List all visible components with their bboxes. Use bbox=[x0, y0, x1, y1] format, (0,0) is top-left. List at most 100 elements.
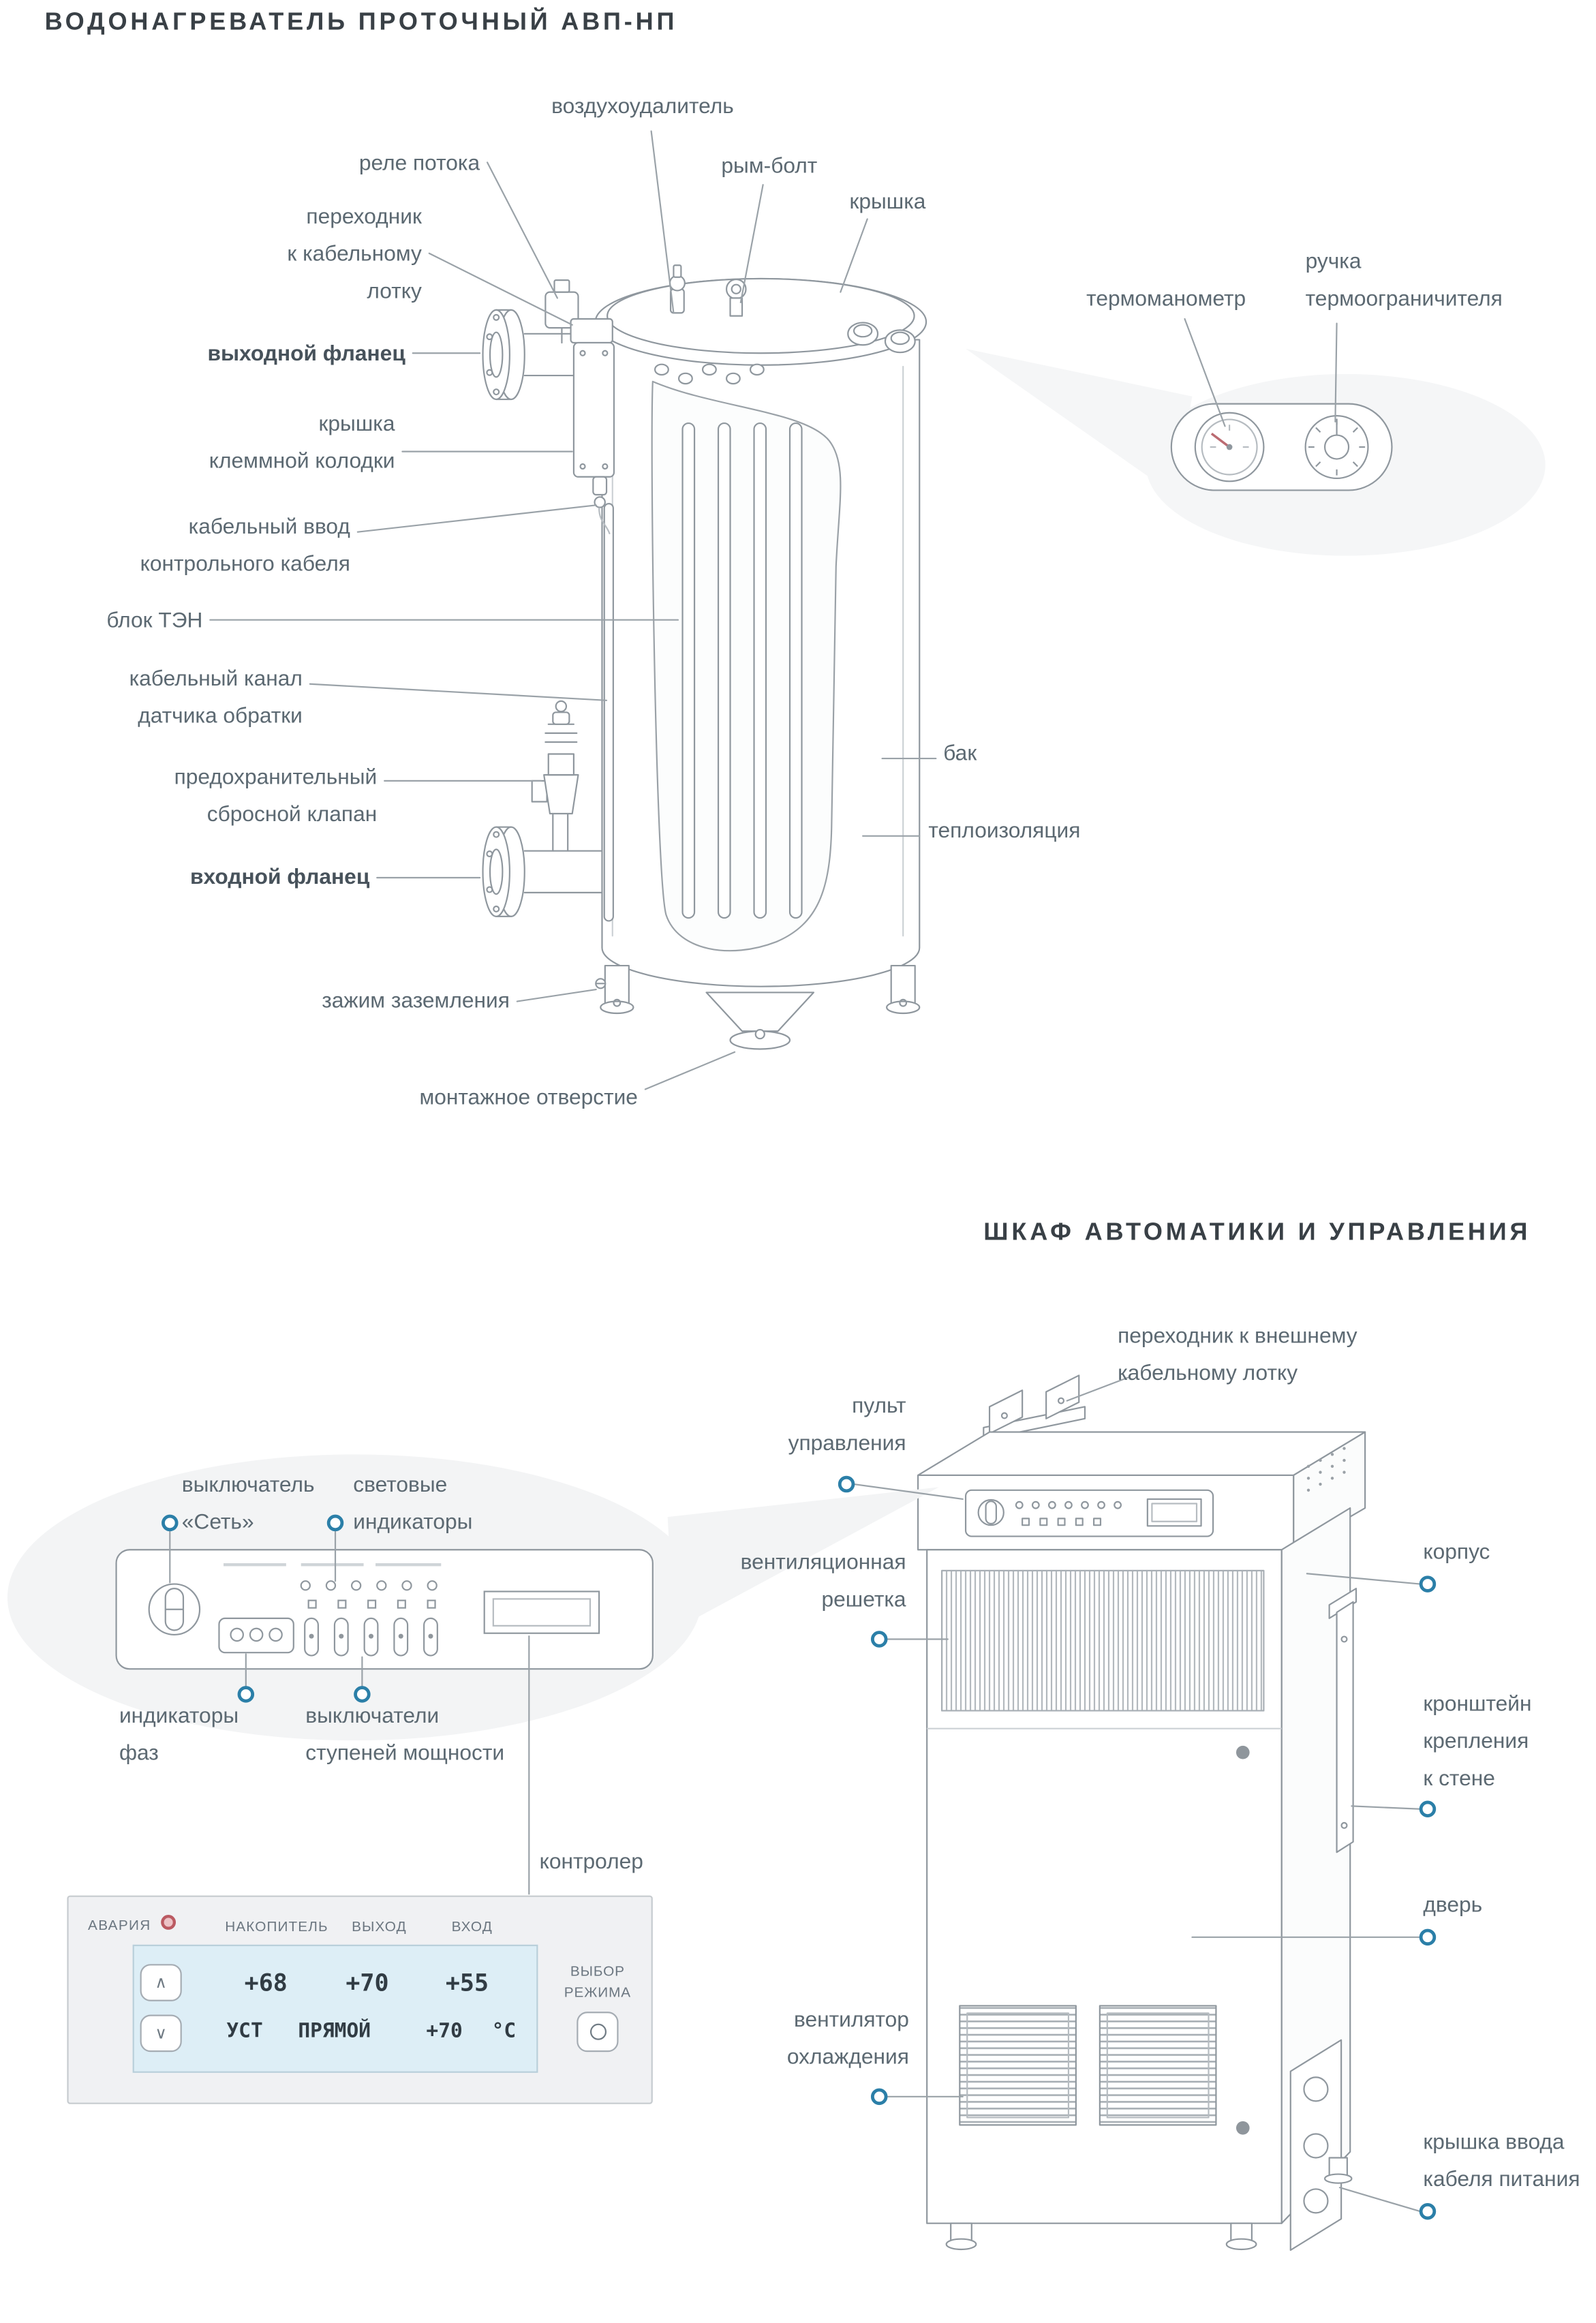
leader-lines bbox=[169, 130, 1422, 2213]
phase-indicators-icon bbox=[218, 1617, 294, 1654]
label-cable-tray-adapter: переходник к кабельному лотку bbox=[287, 205, 422, 304]
marker-dot-icon bbox=[162, 1514, 179, 1532]
label-ground-clamp: зажим заземления bbox=[322, 989, 510, 1014]
controller-display: +68 +70 +55 УСТ ПРЯМОЙ +70 °С bbox=[132, 1944, 538, 2073]
cabinet-feet-icon bbox=[945, 2157, 1353, 2251]
status-set: УСТ bbox=[226, 2019, 263, 2044]
sensor-channel-icon bbox=[603, 503, 614, 922]
label-stage-switches: выключатели ступеней мощности bbox=[305, 1704, 505, 1766]
marker-dot-icon bbox=[838, 1475, 855, 1493]
label-controller: контролер bbox=[539, 1851, 643, 1875]
chevron-up-icon: ∧ bbox=[155, 1974, 167, 1993]
console-side-vents-icon bbox=[1306, 1447, 1346, 1492]
cutaway bbox=[651, 380, 842, 952]
label-wall-bracket: кронштейн крепления к стене bbox=[1423, 1693, 1532, 1791]
air-vent-icon bbox=[669, 264, 686, 314]
tray-adapter-icon bbox=[570, 318, 613, 344]
ground-clamp-icon bbox=[595, 978, 607, 989]
label-limiter-handle: ручка термоограничителя bbox=[1305, 250, 1503, 311]
label-control-cable-entry: кабельный ввод контрольного кабеля bbox=[140, 515, 350, 577]
down-button: ∨ bbox=[140, 2014, 182, 2052]
label-return-sensor-channel: кабельный канал датчика обратки bbox=[129, 667, 303, 729]
label-markers bbox=[162, 1475, 1437, 2220]
up-button: ∧ bbox=[140, 1964, 182, 2001]
label-air-vent: воздухоудалитель bbox=[551, 95, 734, 119]
cooling-fan-vents-icon bbox=[959, 2005, 1217, 2126]
chevron-down-icon: ∨ bbox=[155, 2025, 167, 2044]
label-vent-grille: вентиляционная решетка bbox=[740, 1551, 906, 1612]
label-housing: корпус bbox=[1423, 1541, 1490, 1565]
label-flow-relay: реле потока bbox=[358, 152, 480, 176]
marker-dot-icon bbox=[870, 1631, 888, 1648]
eye-bolt-icon bbox=[725, 278, 747, 317]
power-cable-cover-icon bbox=[1289, 2039, 1342, 2251]
label-terminal-cover: крышка клеммной колодки bbox=[209, 412, 395, 474]
column-input-label: ВХОД bbox=[451, 1919, 493, 1936]
mounting-bracket-icon bbox=[705, 991, 815, 1050]
console-strip-icon bbox=[964, 1489, 1214, 1537]
label-lid: крышка bbox=[849, 190, 926, 215]
label-safety-valve: предохранительный сбросной клапан bbox=[174, 766, 378, 827]
status-value: +70 bbox=[426, 2019, 463, 2044]
terminal-box-icon bbox=[572, 341, 615, 534]
marker-dot-icon bbox=[237, 1686, 255, 1703]
status-unit: °С bbox=[491, 2019, 517, 2044]
value-output: +70 bbox=[346, 1968, 389, 1997]
label-tank: бак bbox=[943, 742, 977, 767]
stud-bolts-icon bbox=[654, 363, 765, 385]
power-switch-icon bbox=[148, 1583, 201, 1636]
marker-dot-icon bbox=[870, 2088, 888, 2106]
value-input: +55 bbox=[445, 1968, 489, 1997]
marker-dot-icon bbox=[326, 1514, 344, 1532]
column-output-label: ВЫХОД bbox=[352, 1919, 407, 1936]
panel-display-icon bbox=[483, 1590, 600, 1634]
label-input-flange: входной фланец bbox=[190, 865, 370, 890]
heater-title: ВОДОНАГРЕВАТЕЛЬ ПРОТОЧНЫЙ АВП-НП bbox=[44, 9, 678, 36]
cabinet-title: ШКАФ АВТОМАТИКИ И УПРАВЛЕНИЯ bbox=[983, 1218, 1531, 1246]
label-heater-block: блок ТЭН bbox=[106, 609, 203, 634]
input-flange-icon bbox=[482, 826, 603, 917]
label-door: дверь bbox=[1423, 1894, 1483, 1918]
wall-bracket-icon bbox=[1328, 1588, 1357, 1853]
label-output-flange: выходной фланец bbox=[207, 342, 405, 367]
legs-icon bbox=[600, 964, 921, 1015]
label-mounting-hole: монтажное отверстие bbox=[419, 1086, 638, 1111]
light-indicators-icon bbox=[300, 1580, 438, 1591]
label-thermomanometer: термоманометр bbox=[1086, 288, 1246, 312]
marker-dot-icon bbox=[1419, 1928, 1437, 1946]
flow-relay-icon bbox=[544, 279, 579, 344]
label-control-console: пульт управления bbox=[788, 1394, 906, 1456]
mode-circle-icon bbox=[589, 2023, 606, 2040]
mode-select-label: ВЫБОР РЕЖИМА bbox=[564, 1964, 632, 2002]
heater-illustration bbox=[482, 264, 927, 1050]
output-flange-icon bbox=[482, 309, 603, 401]
label-insulation: теплоизоляция bbox=[928, 819, 1081, 844]
alarm-led-icon bbox=[161, 1915, 177, 1930]
status-mode: ПРЯМОЙ bbox=[298, 2019, 371, 2044]
thermomanometer-icon bbox=[1194, 412, 1265, 482]
marker-dot-icon bbox=[1419, 1800, 1437, 1818]
gauge-ports-icon bbox=[847, 322, 916, 354]
mode-button bbox=[577, 2012, 619, 2052]
label-power-cable-cover: крышка ввода кабеля питания bbox=[1423, 2131, 1580, 2192]
column-storage-label: НАКОПИТЕЛЬ bbox=[225, 1919, 328, 1936]
value-storage: +68 bbox=[244, 1968, 288, 1997]
door-handle-icon bbox=[1236, 1745, 1250, 1759]
label-cooling-fan: вентилятор охлаждения bbox=[786, 2008, 909, 2070]
alarm-label: АВАРИЯ bbox=[88, 1918, 151, 1935]
cabinet-illustration bbox=[917, 1374, 1366, 2251]
label-phase-indicators: индикаторы фаз bbox=[119, 1704, 239, 1766]
marker-dot-icon bbox=[1419, 2202, 1437, 2220]
safety-valve-icon bbox=[531, 700, 579, 852]
label-light-indicators: световые индикаторы bbox=[353, 1473, 473, 1535]
heating-elements-icon bbox=[681, 422, 803, 919]
label-eye-bolt: рым-болт bbox=[721, 155, 818, 179]
label-power-switch: выключатель «Сеть» bbox=[181, 1473, 315, 1535]
gauge-callout-bubble bbox=[966, 348, 1546, 556]
controller-panel: АВАРИЯ НАКОПИТЕЛЬ ВЫХОД ВХОД +68 +70 +55… bbox=[67, 1895, 653, 2104]
vent-grille-icon bbox=[940, 1569, 1265, 1712]
label-external-tray-adapter: переходник к внешнему кабельному лотку bbox=[1118, 1325, 1357, 1386]
limiter-knob-icon bbox=[1304, 415, 1369, 480]
